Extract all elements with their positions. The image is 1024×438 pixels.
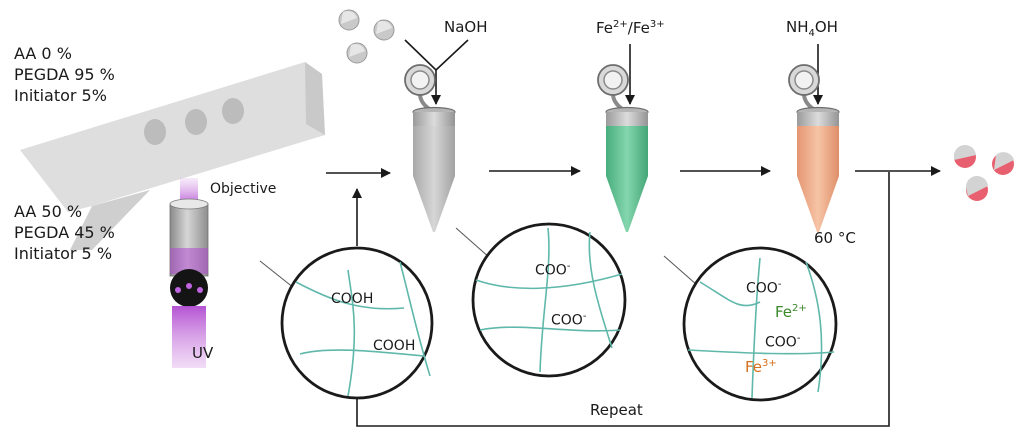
recipe-top: AA 0 % PEGDA 95 % Initiator 5% [14,43,115,106]
circle3-ion-2-base: Fe [745,358,763,376]
circle1-group-1: COOH [331,291,374,307]
reagent-ammonia-base: NH [786,18,809,36]
circle3-ion-1-base: Fe [775,303,793,321]
zoom-circle-2 [471,222,627,378]
recipe-top-initiator: Initiator 5% [14,86,107,105]
reagent-iron-separator: /Fe [627,19,650,37]
output-particles [953,144,1014,201]
temperature-label: 60 °C [814,229,856,247]
reagent-iron: Fe2+/Fe3+ [596,20,665,36]
reagent-ammonia-tail: OH [814,18,838,36]
zoom-circle-3 [682,246,838,402]
uv-label: UV [192,344,214,362]
recipe-top-pegda: PEGDA 95 % [14,65,115,84]
circle3-ion-1: Fe2+ [775,304,807,320]
circle3-group-1: COO- [746,280,781,296]
reagent-iron-charge-2: 3+ [649,19,665,30]
recipe-bottom-pegda: PEGDA 45 % [14,223,115,242]
reagent-iron-charge-1: 2+ [613,19,628,30]
recipe-bottom: AA 50 % PEGDA 45 % Initiator 5 % [14,201,115,264]
recipe-bottom-aa: AA 50 % [14,202,83,221]
circle2-group-2: COO- [551,312,586,328]
zoom-circle-1 [280,246,434,400]
uv-objective [169,178,209,368]
circle2-group-2-sup: - [582,311,587,322]
input-particles [338,9,395,64]
reagent-naoh: NaOH [444,18,488,36]
recipe-bottom-initiator: Initiator 5 % [14,244,113,263]
circle1-group-2: COOH [373,338,416,354]
circle3-group-1-sup: - [777,279,782,290]
circle3-ion-1-sup: 2+ [792,303,807,314]
circle3-group-1-base: COO [746,280,778,297]
microfluidic-channel [20,62,325,250]
circle2-group-1-sup: - [566,261,571,272]
repeat-label: Repeat [590,401,643,419]
recipe-top-aa: AA 0 % [14,44,72,63]
tube-orange [787,63,841,232]
circle2-group-1: COO- [535,262,570,278]
circle3-group-2-base: COO [765,334,797,351]
reagent-ammonia-sub: 4 [808,28,815,39]
tube-green [596,63,650,232]
circle3-group-2: COO- [765,334,800,350]
circle2-group-2-base: COO [551,312,583,329]
circle3-ion-2-sup: 3+ [762,358,777,369]
circle3-ion-2: Fe3+ [745,359,777,375]
reagent-ammonia: NH4OH [786,20,838,39]
tube-gray [403,63,457,232]
circle3-group-2-sup: - [796,333,801,344]
reagent-iron-base: Fe [596,19,614,37]
circle2-group-1-base: COO [535,262,567,279]
objective-label: Objective [210,181,277,197]
